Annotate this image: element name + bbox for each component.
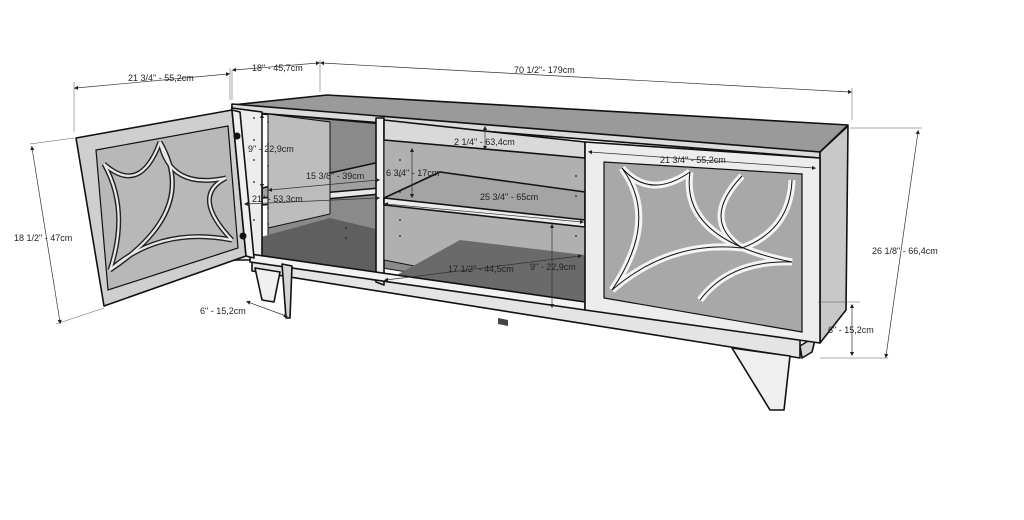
right-door [584, 141, 821, 344]
label-center-lower-height: 9" - 22,9cm [530, 262, 576, 272]
label-left-shelf-width: 15 3/8" - 39cm [306, 171, 364, 181]
left-door-hinge-bottom [239, 232, 247, 240]
label-bottom-shelf-width: 17 1/2" - 44,5cm [448, 264, 514, 274]
label-center-shelf-width: 25 3/4" - 65cm [480, 192, 538, 202]
left-front-leg [254, 267, 281, 303]
label-overall-width: 70 1/2"- 179cm [514, 65, 575, 75]
label-left-upper-height: 9" - 22,9cm [248, 144, 294, 154]
center-foot [498, 318, 508, 326]
cabinet-right-side [819, 125, 849, 344]
left-door [75, 109, 255, 307]
label-right-leg-height: 6" - 15,2cm [828, 325, 874, 335]
right-front-leg [731, 347, 791, 411]
label-left-leg-height: 6" - 15,2cm [200, 306, 246, 316]
center-divider [375, 117, 385, 286]
left-door-hinge-top [233, 132, 241, 140]
label-inner-depth: 21" - 53,3cm [252, 194, 303, 204]
label-overall-height: 26 1/8" - 66,4cm [872, 246, 938, 256]
left-door-edge [231, 109, 255, 259]
left-bay-floor [250, 218, 380, 282]
left-back-leg [281, 263, 293, 319]
label-top-shelf-clearance: 2 1/4" - 63,4cm [454, 137, 515, 147]
dimension-lines [29, 60, 922, 359]
label-right-door-width: 21 3/4" - 55,2cm [660, 155, 726, 165]
label-center-upper-height: 6 3/4" - 17cm [386, 168, 439, 178]
label-left-door-height: 18 1/2" - 47cm [14, 233, 72, 243]
label-depth: 18" - 45,7cm [252, 63, 303, 73]
right-door-fretwork-outline [611, 167, 793, 301]
dimension-labels: 70 1/2"- 179cm 18" - 45,7cm 21 3/4" - 55… [14, 63, 938, 335]
label-left-door-width: 21 3/4" - 55,2cm [128, 73, 194, 83]
left-door-fretwork-light [103, 141, 233, 271]
